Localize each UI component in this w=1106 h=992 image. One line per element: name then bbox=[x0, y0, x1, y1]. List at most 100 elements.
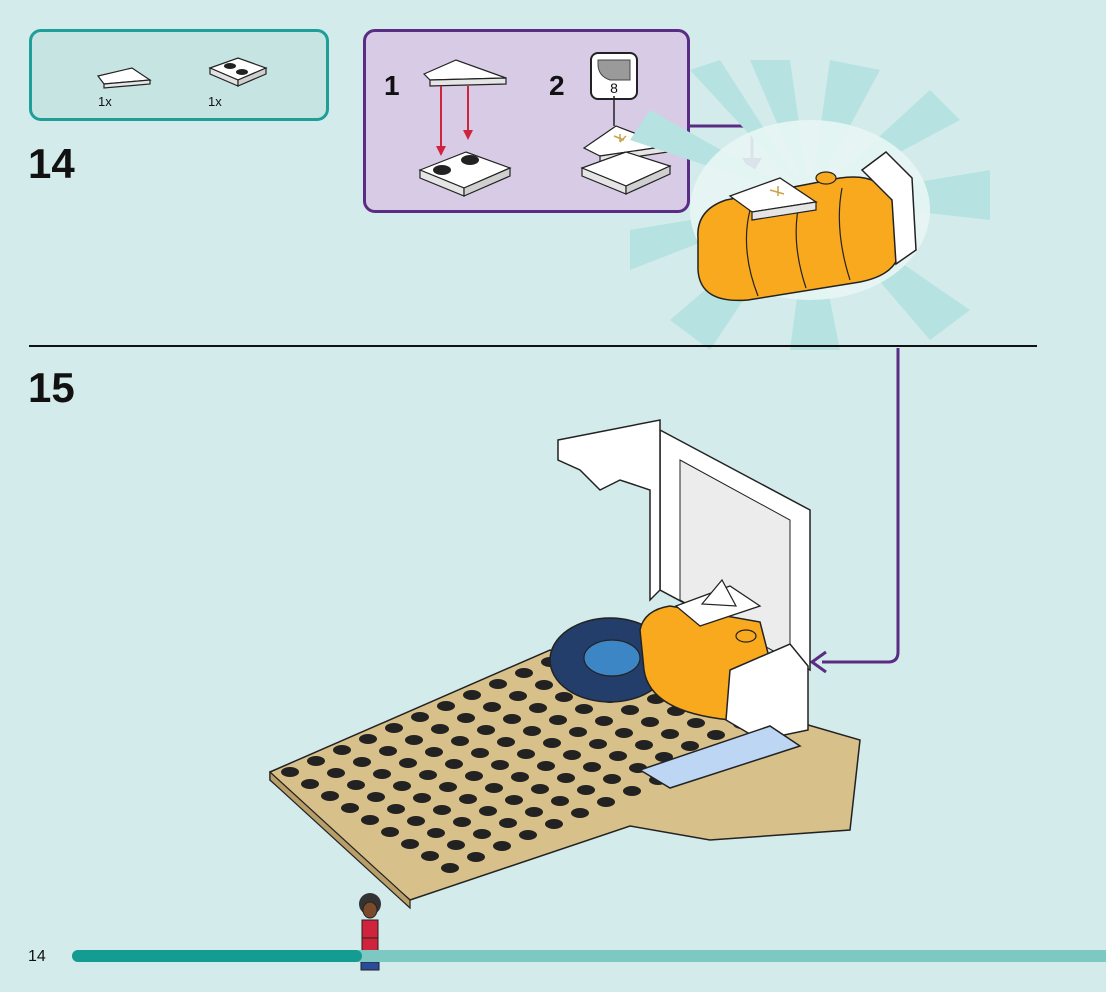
stud bbox=[523, 726, 541, 736]
placement-arrow bbox=[822, 348, 900, 664]
stud bbox=[499, 818, 517, 828]
stud bbox=[549, 715, 567, 725]
stud bbox=[707, 730, 725, 740]
stud bbox=[681, 741, 699, 751]
white-wall bbox=[557, 419, 811, 672]
step-15-model-illustration bbox=[269, 419, 861, 910]
orange-chair bbox=[639, 578, 809, 741]
orange-brick-assembly bbox=[697, 151, 917, 302]
stud bbox=[399, 758, 417, 768]
stud bbox=[555, 692, 573, 702]
stud bbox=[433, 805, 451, 815]
stud bbox=[519, 830, 537, 840]
placement-arrow-head bbox=[809, 650, 827, 674]
stud bbox=[467, 852, 485, 862]
stud bbox=[401, 839, 419, 849]
stud bbox=[511, 772, 529, 782]
stud bbox=[353, 757, 371, 767]
plate-jumper-icon bbox=[208, 57, 268, 87]
stud bbox=[453, 817, 471, 827]
part-count: 1x bbox=[98, 94, 112, 109]
substep-1-assembly-icon bbox=[418, 59, 512, 197]
substep-number: 2 bbox=[549, 70, 565, 101]
stud bbox=[411, 712, 429, 722]
stud bbox=[321, 791, 339, 801]
stud bbox=[367, 792, 385, 802]
stud bbox=[505, 795, 523, 805]
stud bbox=[413, 793, 431, 803]
page-number: 14 bbox=[28, 948, 46, 965]
stud bbox=[457, 713, 475, 723]
stud bbox=[463, 690, 481, 700]
stud bbox=[347, 780, 365, 790]
step-number: 14 bbox=[28, 140, 75, 187]
stud bbox=[635, 740, 653, 750]
stud bbox=[589, 739, 607, 749]
stud bbox=[655, 752, 673, 762]
stud bbox=[563, 750, 581, 760]
stud bbox=[575, 704, 593, 714]
substep-box: 1 2 8 bbox=[363, 29, 690, 213]
stud bbox=[437, 701, 455, 711]
stud bbox=[431, 724, 449, 734]
stud bbox=[497, 737, 515, 747]
stud bbox=[465, 771, 483, 781]
step-divider bbox=[29, 345, 1037, 347]
stud bbox=[615, 728, 633, 738]
stud bbox=[445, 759, 463, 769]
stud bbox=[373, 769, 391, 779]
stud bbox=[441, 863, 459, 873]
stud bbox=[571, 808, 589, 818]
stud bbox=[451, 736, 469, 746]
stud bbox=[535, 680, 553, 690]
stud bbox=[489, 679, 507, 689]
stud bbox=[341, 803, 359, 813]
stud bbox=[525, 807, 543, 817]
stud bbox=[327, 768, 345, 778]
stud bbox=[603, 774, 621, 784]
stud bbox=[641, 717, 659, 727]
stud bbox=[595, 716, 613, 726]
stud bbox=[557, 773, 575, 783]
stud bbox=[281, 767, 299, 777]
stud bbox=[503, 714, 521, 724]
stud bbox=[307, 756, 325, 766]
stud bbox=[577, 785, 595, 795]
stud bbox=[621, 705, 639, 715]
stud bbox=[425, 747, 443, 757]
stud bbox=[515, 668, 533, 678]
wedge-plate-icon bbox=[96, 67, 152, 89]
stud bbox=[491, 760, 509, 770]
stud bbox=[517, 749, 535, 759]
stud bbox=[407, 816, 425, 826]
stud bbox=[301, 779, 319, 789]
sticker-number: 8 bbox=[610, 80, 618, 96]
stud bbox=[597, 797, 615, 807]
stud bbox=[473, 829, 491, 839]
stud bbox=[609, 751, 627, 761]
stud bbox=[393, 781, 411, 791]
stud bbox=[471, 748, 489, 758]
stud bbox=[387, 804, 405, 814]
light-blue-tile bbox=[638, 725, 802, 789]
stud bbox=[427, 828, 445, 838]
stud bbox=[531, 784, 549, 794]
stud bbox=[569, 727, 587, 737]
stud bbox=[477, 725, 495, 735]
stud bbox=[419, 770, 437, 780]
stud bbox=[551, 796, 569, 806]
highlight-burst bbox=[630, 60, 990, 350]
parts-list-box: 1x 1x bbox=[29, 29, 329, 121]
substep-number: 1 bbox=[384, 70, 400, 101]
stud bbox=[439, 782, 457, 792]
stud bbox=[459, 794, 477, 804]
stud bbox=[493, 841, 511, 851]
stud bbox=[361, 815, 379, 825]
part-count: 1x bbox=[208, 94, 222, 109]
step-number: 15 bbox=[28, 364, 75, 411]
stud bbox=[545, 819, 563, 829]
minifigure-icon bbox=[359, 893, 381, 971]
stud bbox=[421, 851, 439, 861]
stud bbox=[529, 703, 547, 713]
stud bbox=[381, 827, 399, 837]
